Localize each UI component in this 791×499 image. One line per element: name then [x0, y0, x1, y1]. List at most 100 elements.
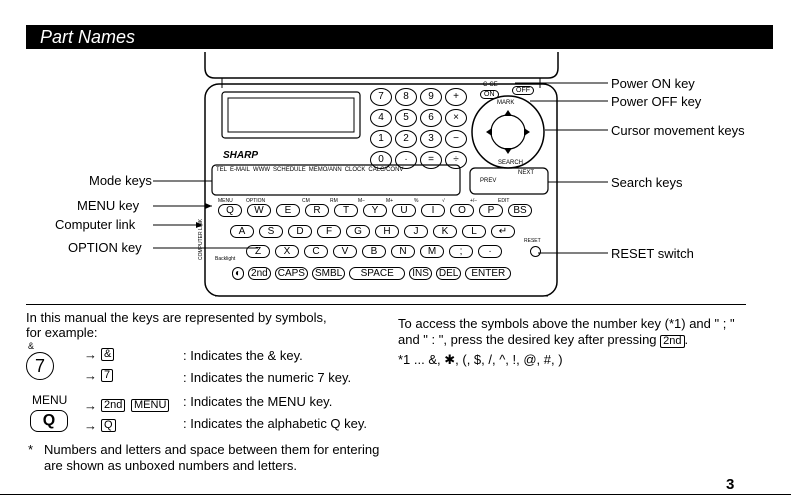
- numpad: 7 8 9 + 4 5 6 × 1 2 3 − 0 · = ÷: [370, 88, 467, 169]
- key-bs[interactable]: BS: [508, 204, 532, 217]
- menu-key: MENU: [131, 399, 170, 412]
- row1-top-labels: MENU OPTION CM RM M− M+ % √ +/− EDIT: [218, 198, 510, 204]
- keyboard-row-1: Q W E R T Y U I O P BS: [218, 204, 532, 217]
- note-line-2: are shown as unboxed numbers and letters…: [44, 458, 297, 473]
- keyboard-row-4: ◐ 2nd CAPS SMBL SPACE INS DEL ENTER: [232, 267, 512, 280]
- num-key[interactable]: 3: [420, 130, 442, 148]
- arrow-1: →: [84, 347, 97, 362]
- key-s[interactable]: S: [259, 225, 283, 238]
- prev-key[interactable]: PREV: [480, 178, 497, 184]
- key-z[interactable]: Z: [246, 245, 270, 258]
- key-k[interactable]: K: [433, 225, 457, 238]
- key-semicolon[interactable]: ;: [449, 245, 473, 258]
- example-text: for example:: [26, 325, 98, 340]
- key-dot[interactable]: ·: [478, 245, 502, 258]
- num-key[interactable]: 6: [420, 109, 442, 127]
- ampersand-key: &: [101, 348, 115, 361]
- seven-key: 7: [101, 369, 114, 382]
- key-u[interactable]: U: [392, 204, 416, 217]
- key-m[interactable]: M: [420, 245, 444, 258]
- desc-3: : Indicates the MENU key.: [183, 394, 333, 409]
- mode-key-email[interactable]: E-MAIL: [230, 167, 251, 173]
- key-caps[interactable]: CAPS: [274, 267, 308, 280]
- key-e[interactable]: E: [276, 204, 300, 217]
- key-smbl[interactable]: SMBL: [311, 267, 346, 280]
- mode-key-schedule[interactable]: SCHEDULE: [273, 167, 306, 173]
- num-key[interactable]: ×: [445, 109, 467, 127]
- key-o[interactable]: O: [450, 204, 474, 217]
- right-text-1: To access the symbols above the number k…: [398, 316, 735, 331]
- key-enter[interactable]: ENTER: [465, 267, 512, 280]
- key-i[interactable]: I: [421, 204, 445, 217]
- ex1-top-symbol: &: [28, 341, 35, 351]
- arrow-3: →: [84, 398, 97, 413]
- page-number: 3: [726, 476, 735, 493]
- key-j[interactable]: J: [404, 225, 428, 238]
- mode-keys-label: Mode keys: [89, 173, 152, 188]
- reset-label: RESET: [524, 238, 541, 244]
- key-2nd[interactable]: 2nd: [248, 267, 271, 280]
- on-key[interactable]: ON: [480, 90, 499, 99]
- computer-link-port-label: COMPUTER LINK: [198, 218, 204, 260]
- key-enter-symbol[interactable]: ↵: [491, 225, 515, 238]
- next-key[interactable]: NEXT: [518, 170, 535, 176]
- key-l[interactable]: L: [462, 225, 486, 238]
- cursor-keys-label: Cursor movement keys: [611, 123, 745, 138]
- key-y[interactable]: Y: [363, 204, 387, 217]
- key-x[interactable]: X: [275, 245, 299, 258]
- num-key[interactable]: 4: [370, 109, 392, 127]
- key-p[interactable]: P: [479, 204, 503, 217]
- mode-key-tel[interactable]: TEL: [216, 167, 228, 173]
- mode-key-labels: TEL E-MAIL WWW SCHEDULE MEMO/ANN CLOCK C…: [216, 167, 403, 173]
- key-c[interactable]: C: [304, 245, 328, 258]
- mode-key-www[interactable]: WWW: [253, 167, 271, 173]
- reset-switch[interactable]: [530, 246, 541, 257]
- key-b[interactable]: B: [362, 245, 386, 258]
- computer-link-label: Computer link: [55, 217, 136, 232]
- arrow-4: →: [84, 418, 97, 433]
- key-w[interactable]: W: [247, 204, 271, 217]
- key-q[interactable]: Q: [218, 204, 242, 217]
- seven-key-symbol: 7: [26, 352, 54, 380]
- backlight-key[interactable]: ◐: [232, 267, 245, 280]
- key-d[interactable]: D: [288, 225, 312, 238]
- num-key[interactable]: +: [445, 88, 467, 106]
- num-key[interactable]: ·: [395, 151, 417, 169]
- num-key[interactable]: 9: [420, 88, 442, 106]
- key-n[interactable]: N: [391, 245, 415, 258]
- key-h[interactable]: H: [375, 225, 399, 238]
- num-key[interactable]: 5: [395, 109, 417, 127]
- key-space[interactable]: SPACE: [349, 267, 406, 280]
- key-del[interactable]: DEL: [435, 267, 462, 280]
- key-g[interactable]: G: [346, 225, 370, 238]
- num-key[interactable]: −: [445, 130, 467, 148]
- num-key[interactable]: 8: [395, 88, 417, 106]
- key-v[interactable]: V: [333, 245, 357, 258]
- off-key[interactable]: OFF: [512, 86, 534, 95]
- divider: [26, 304, 746, 305]
- desc-2: : Indicates the numeric 7 key.: [183, 370, 352, 385]
- num-key[interactable]: ÷: [445, 151, 467, 169]
- num-key[interactable]: 7: [370, 88, 392, 106]
- key-t[interactable]: T: [334, 204, 358, 217]
- search-keys-label: Search keys: [611, 175, 683, 190]
- num-key[interactable]: =: [420, 151, 442, 169]
- note-line-1: Numbers and letters and space between th…: [44, 442, 380, 457]
- power-off-key-label: Power OFF key: [611, 94, 702, 109]
- backlight-label: Backlight: [215, 256, 236, 262]
- option-key-label: OPTION key: [68, 240, 142, 255]
- key-ins[interactable]: INS: [409, 267, 432, 280]
- num-key[interactable]: 2: [395, 130, 417, 148]
- mark-label: MARK: [497, 100, 515, 106]
- key-f[interactable]: F: [317, 225, 341, 238]
- key-a[interactable]: A: [230, 225, 254, 238]
- num-key[interactable]: 1: [370, 130, 392, 148]
- num-key[interactable]: 0: [370, 151, 392, 169]
- second-key-inline: 2nd: [660, 335, 685, 348]
- mode-key-memo[interactable]: MEMO/ANN: [308, 167, 342, 173]
- key-r[interactable]: R: [305, 204, 329, 217]
- mode-key-clock[interactable]: CLOCK: [344, 167, 366, 173]
- desc-1: : Indicates the & key.: [183, 348, 303, 363]
- mode-key-calc[interactable]: CALC/CONV: [368, 167, 404, 173]
